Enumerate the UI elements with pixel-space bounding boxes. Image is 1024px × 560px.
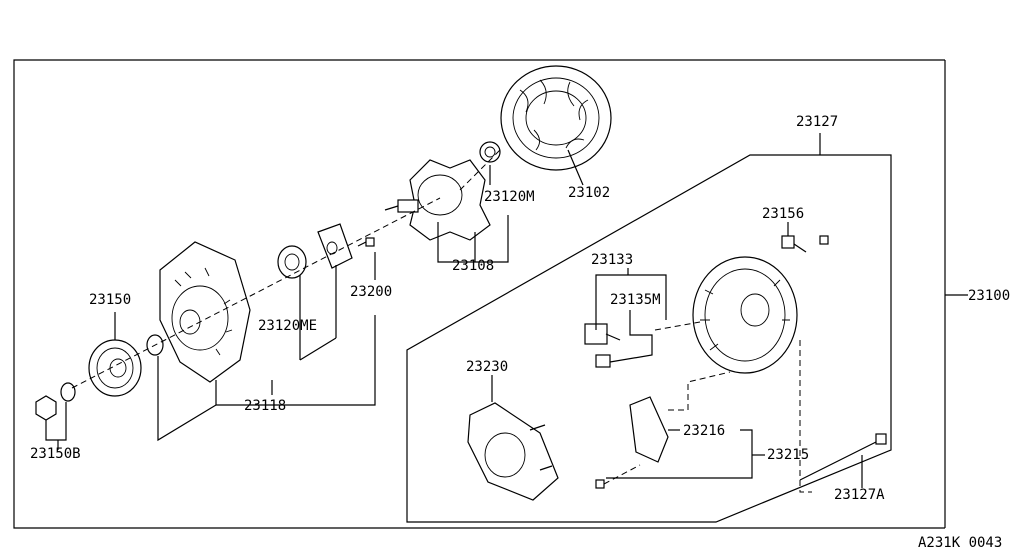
rear-cover-frame xyxy=(406,154,892,523)
front-cover-part xyxy=(159,241,251,383)
label-assembly: 23100 xyxy=(968,288,1010,304)
front-bearing-part xyxy=(277,245,307,279)
regulator-screw-part xyxy=(595,464,641,489)
leader-brush xyxy=(609,310,653,363)
label-bearing-front: 23120ME xyxy=(258,318,317,334)
label-regulator: 23215 xyxy=(767,447,809,463)
leader-regulator xyxy=(606,429,753,479)
pulley-part xyxy=(88,339,142,397)
leader-stator xyxy=(567,149,584,186)
label-through-bolt: 23127A xyxy=(834,487,885,503)
nut-washer-part xyxy=(35,382,76,421)
leader-front-cover xyxy=(215,315,376,406)
through-bolt-part xyxy=(799,433,887,481)
label-terminal: 23156 xyxy=(762,206,804,222)
screw-part xyxy=(357,237,375,247)
label-diode-set: 23216 xyxy=(683,423,725,439)
reference-code: A231K 0043 xyxy=(918,535,1002,551)
leader-brush-holder xyxy=(595,274,667,330)
diode-set-part xyxy=(629,396,669,463)
rear-cover-part xyxy=(692,256,798,374)
label-stator: 23102 xyxy=(568,185,610,201)
dash-diode-link xyxy=(668,371,731,411)
label-screw: 23200 xyxy=(350,284,392,300)
leader-rotor xyxy=(437,215,509,263)
stator-part xyxy=(500,65,612,171)
brush-holder-part xyxy=(584,323,621,368)
label-rotor: 23108 xyxy=(452,258,494,274)
leader-nut xyxy=(45,402,67,441)
insulator-plate-part xyxy=(467,402,559,501)
label-front-cover: 23118 xyxy=(244,398,286,414)
label-nut-washer: 23150B xyxy=(30,446,81,462)
label-insulator: 23230 xyxy=(466,359,508,375)
label-brush-holder: 23133 xyxy=(591,252,633,268)
label-bearing-rear: 23120M xyxy=(484,189,535,205)
axis-line-rear-cover xyxy=(654,321,701,331)
label-brush: 23135M xyxy=(610,292,661,308)
leader-join xyxy=(299,337,337,361)
axis-line-front xyxy=(71,197,441,389)
label-rear-cover: 23127 xyxy=(796,114,838,130)
label-pulley: 23150 xyxy=(89,292,131,308)
outer-frame xyxy=(13,59,945,529)
leader-spacer xyxy=(157,356,217,442)
terminal-part xyxy=(781,235,829,253)
dash-bolt-link xyxy=(799,340,812,493)
retainer-plate-part xyxy=(317,223,353,269)
rear-bearing-part xyxy=(479,141,501,163)
